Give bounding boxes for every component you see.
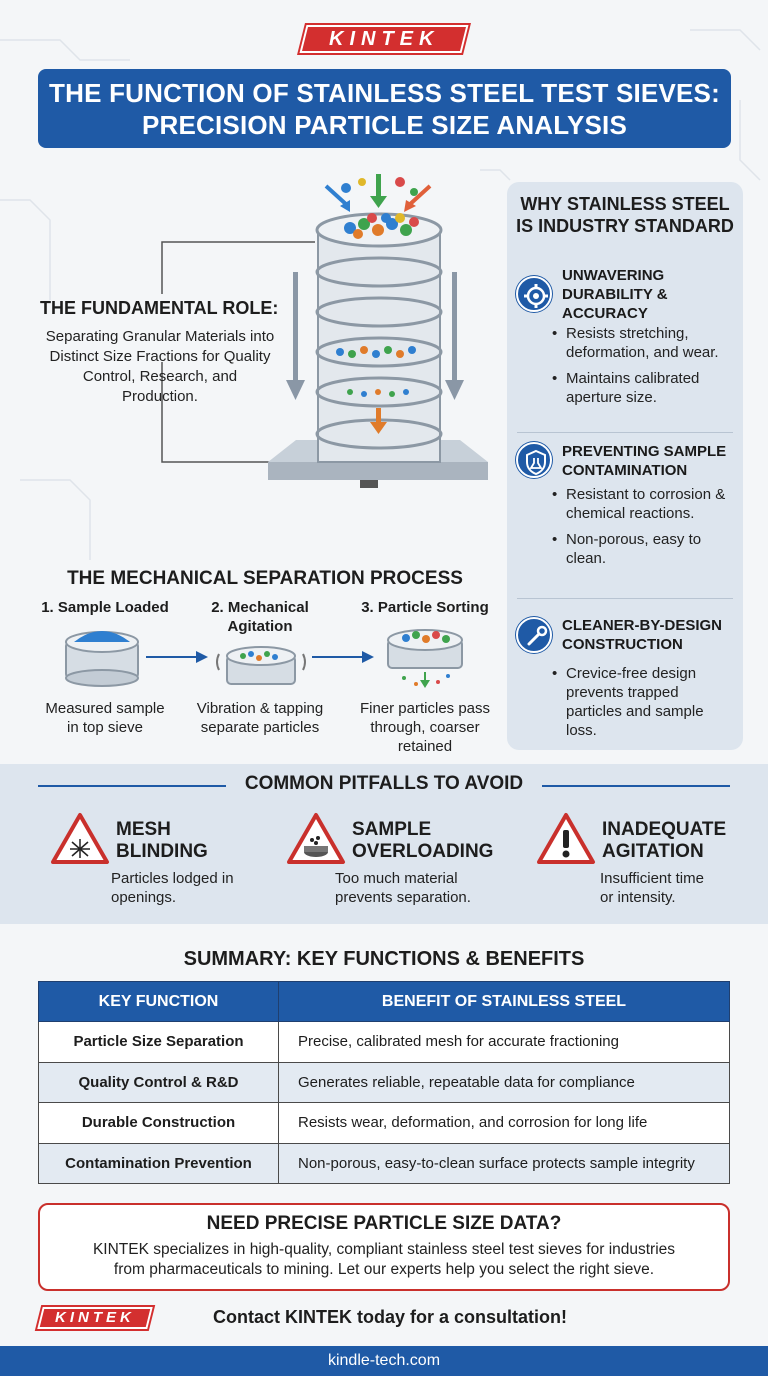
title-line-1: THE FUNCTION OF STAINLESS STEEL TEST SIE… — [49, 78, 720, 108]
pitfalls-section — [0, 764, 768, 924]
benefit-cell: Non-porous, easy-to-clean surface protec… — [278, 1142, 730, 1184]
key-function-cell: Particle Size Separation — [38, 1021, 279, 1063]
bullet: Resistant to corrosion & chemical reacti… — [552, 485, 732, 523]
fundamental-role-heading: THE FUNDAMENTAL ROLE: — [40, 298, 279, 318]
bullet: Crevice-free design prevents trapped par… — [552, 664, 732, 740]
bullet: Non-porous, easy to clean. — [552, 530, 732, 568]
page-title: THE FUNCTION OF STAINLESS STEEL TEST SIE… — [38, 69, 731, 148]
title-line-2: PRECISION PARTICLE SIZE ANALYSIS — [141, 110, 628, 140]
heading-rule — [38, 785, 226, 787]
table-row: Durable Construction Resists wear, defor… — [38, 1102, 730, 1144]
particle-sorting-icon — [387, 629, 463, 688]
arrow-icon — [146, 651, 208, 663]
contact-link[interactable]: Contact KINTEK today for a consultation! — [212, 1307, 567, 1327]
benefit-cell: Resists wear, deformation, and corrosion… — [278, 1102, 730, 1144]
mesh-warning-icon — [51, 813, 109, 864]
connector-lines — [161, 241, 315, 463]
agitation-warning-icon — [537, 813, 595, 864]
column-header: BENEFIT OF STAINLESS STEEL — [278, 981, 730, 1022]
overloading-warning-icon — [287, 813, 345, 864]
table-row: Particle Size Separation Precise, calibr… — [38, 1021, 730, 1063]
flow-arrows — [286, 272, 464, 400]
circuit-background — [0, 29, 761, 560]
column-header: KEY FUNCTION — [38, 981, 279, 1022]
construction-heading: CLEANER-BY-DESIGN CONSTRUCTION — [562, 617, 723, 653]
durability-bullets: Resists stretching, deformation, and wea… — [552, 324, 732, 414]
step-1-label: 1. Sample Loaded — [41, 599, 169, 616]
why-title-line-1: WHY STAINLESS STEEL — [520, 194, 730, 214]
arrow-icon — [312, 651, 374, 663]
benefit-cell: Precise, calibrated mesh for accurate fr… — [278, 1021, 730, 1063]
table-row: Quality Control & R&D Generates reliable… — [38, 1061, 730, 1103]
key-function-cell: Quality Control & R&D — [38, 1061, 279, 1103]
cta-text: KINTEK specializes in high-quality, comp… — [92, 1241, 676, 1278]
step-3-label: 3. Particle Sorting — [361, 599, 489, 616]
why-title-line-2: IS INDUSTRY STANDARD — [516, 216, 734, 236]
step-2-label: 2. Mechanical Agitation — [211, 599, 309, 635]
benefit-cell: Generates reliable, repeatable data for … — [278, 1061, 730, 1103]
middle-particles — [336, 346, 416, 397]
key-function-cell: Contamination Prevention — [38, 1142, 279, 1184]
cta-box — [38, 1203, 730, 1291]
process-heading: THE MECHANICAL SEPARATION PROCESS — [67, 568, 463, 589]
key-function-cell: Durable Construction — [38, 1102, 279, 1144]
sieve-stack-illustration — [161, 174, 488, 488]
why-stainless-title: WHY STAINLESS STEEL IS INDUSTRY STANDARD — [507, 193, 743, 237]
table-header-row: KEY FUNCTION BENEFIT OF STAINLESS STEEL — [38, 981, 730, 1022]
construction-bullets: Crevice-free design prevents trapped par… — [552, 664, 732, 747]
agitation-icon — [216, 646, 306, 685]
bullet: Resists stretching, deformation, and wea… — [552, 324, 732, 362]
pitfalls-heading: COMMON PITFALLS TO AVOID — [244, 773, 524, 794]
footer-url[interactable]: kindle-tech.com — [0, 1346, 768, 1376]
divider — [517, 598, 733, 599]
contamination-bullets: Resistant to corrosion & chemical reacti… — [552, 485, 732, 575]
summary-table: KEY FUNCTION BENEFIT OF STAINLESS STEEL … — [38, 981, 730, 1184]
wrench-icon — [516, 617, 552, 653]
top-particles — [344, 213, 419, 239]
fundamental-role-text: Separating Granular Materials into Disti… — [45, 328, 275, 405]
durability-heading: UNWAVERING DURABILITY & ACCURACY — [562, 267, 668, 322]
summary-heading: SUMMARY: KEY FUNCTIONS & BENEFITS — [183, 948, 585, 970]
divider — [517, 432, 733, 433]
kintek-logo-footer: KINTEK — [37, 1307, 153, 1329]
contamination-heading: PREVENTING SAMPLE CONTAMINATION — [562, 443, 727, 479]
incoming-arrows — [324, 174, 432, 212]
sample-loaded-icon — [65, 631, 139, 687]
cta-title: NEED PRECISE PARTICLE SIZE DATA? — [206, 1213, 562, 1234]
table-row: Contamination Prevention Non-porous, eas… — [38, 1142, 730, 1184]
kintek-logo: KINTEK — [299, 25, 469, 53]
shield-flask-icon — [516, 442, 552, 478]
heading-rule — [542, 785, 730, 787]
gear-check-icon — [516, 276, 552, 312]
bullet: Maintains calibrated aperture size. — [552, 369, 732, 407]
